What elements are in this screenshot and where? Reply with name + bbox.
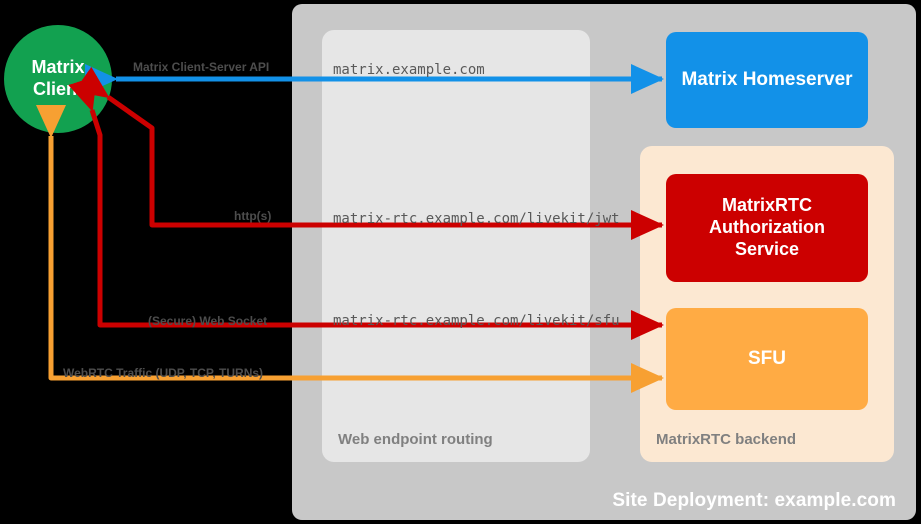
edge-label-secure-web-socket: (Secure) Web Socket (148, 314, 268, 328)
node-matrix-client[interactable]: Matrix Client (4, 25, 112, 133)
auth-line-1: MatrixRTC (721, 195, 812, 216)
edge-label-webrtc-traffic: WebRTC Traffic (UDP, TCP, TURNs) (63, 366, 264, 380)
edge-label-matrix-client-server-api: Matrix Client-Server API (133, 60, 270, 74)
endpoint-label-livekit-jwt: matrix-rtc.example.com/livekit/jwt (333, 211, 620, 227)
client-line-1: Matrix (31, 57, 85, 78)
auth-line-3: Service (734, 238, 800, 259)
endpoint-label-livekit-sfu: matrix-rtc.example.com/livekit/sfu (333, 313, 620, 329)
endpoint-label-matrix-example-com: matrix.example.com (333, 62, 485, 78)
web-endpoint-routing-title: Web endpoint routing (338, 431, 493, 448)
web-endpoint-routing-panel: Web endpoint routing (322, 30, 590, 462)
matrixrtc-backend-title: MatrixRTC backend (656, 431, 797, 448)
auth-line-2: Authorization (709, 217, 825, 238)
node-matrixrtc-authorization-service[interactable]: MatrixRTC Authorization Service (666, 174, 868, 282)
node-matrixrtc-authorization-service-label: MatrixRTC Authorization Service (709, 195, 825, 261)
client-line-2: Client (32, 79, 83, 99)
node-matrix-homeserver[interactable]: Matrix Homeserver (666, 32, 868, 128)
node-sfu-label: SFU (748, 348, 786, 370)
node-sfu[interactable]: SFU (666, 308, 868, 410)
edge-label-https: http(s) (234, 209, 272, 223)
site-deployment-title: Site Deployment: example.com (612, 490, 896, 511)
node-matrix-homeserver-label: Matrix Homeserver (681, 69, 853, 91)
node-matrix-client-label: Matrix Client (31, 57, 84, 100)
